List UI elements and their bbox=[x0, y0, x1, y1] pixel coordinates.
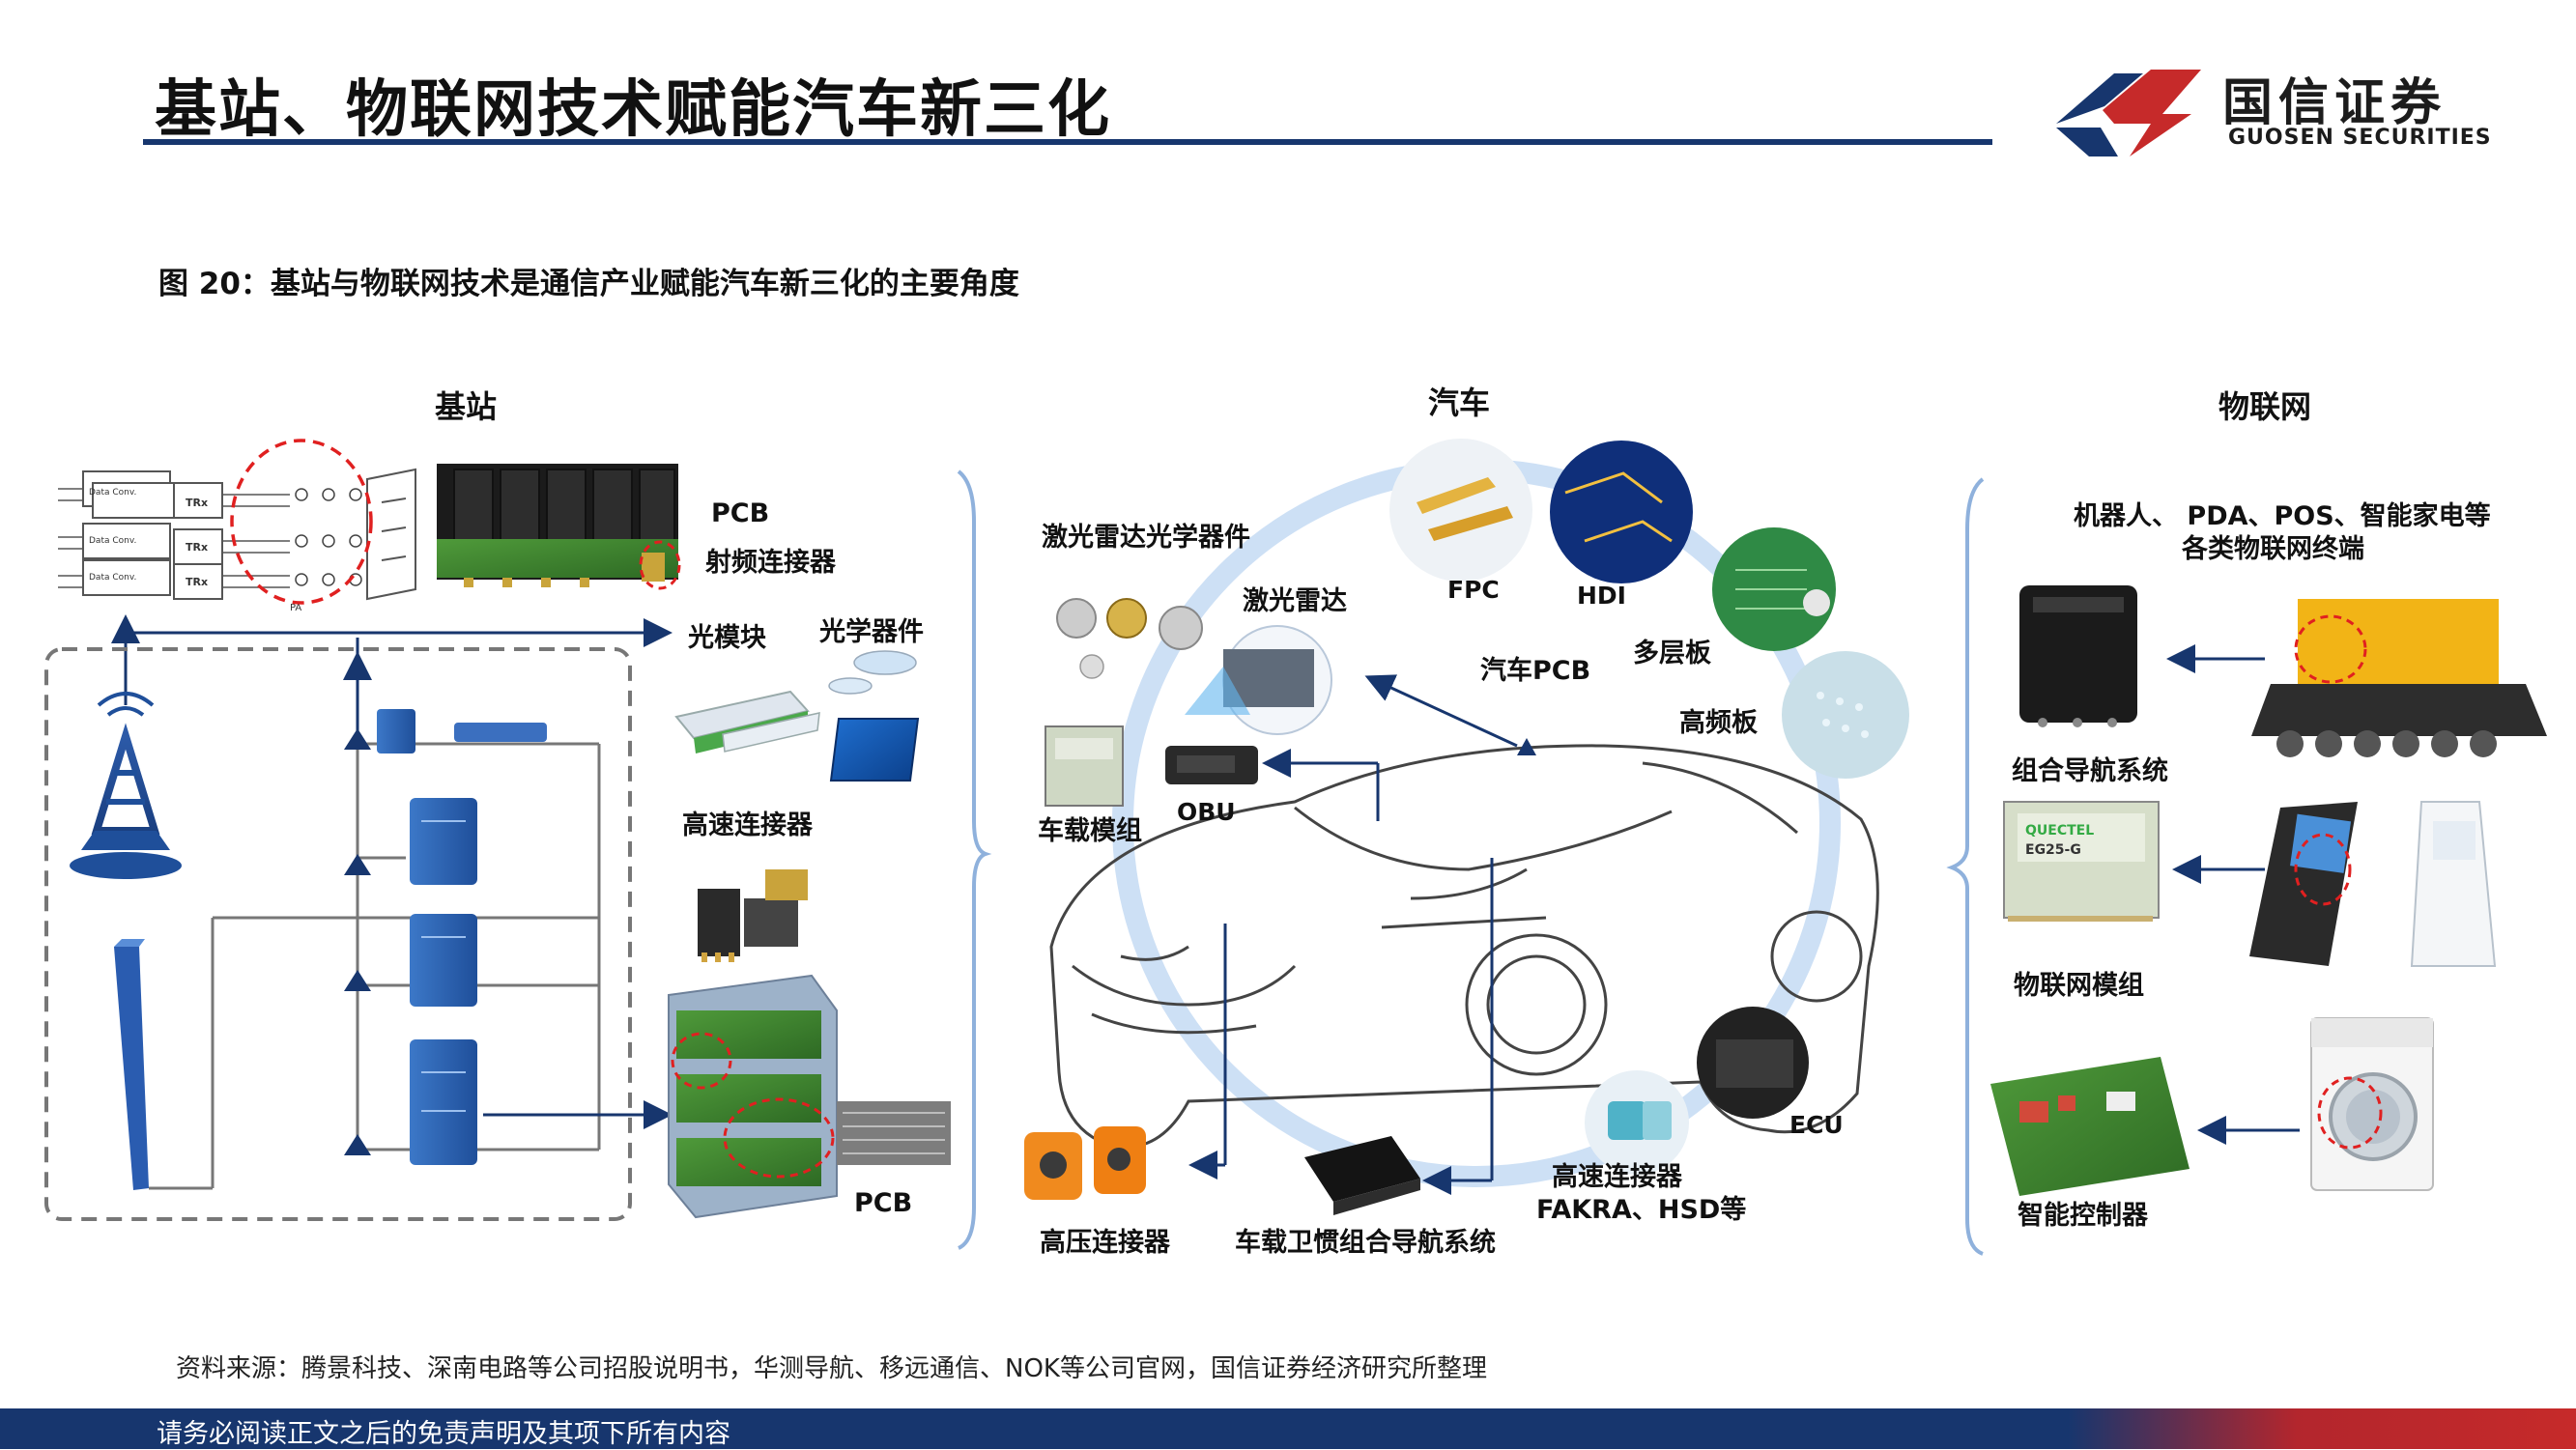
hs-connector-image bbox=[698, 869, 808, 962]
pos-image bbox=[2412, 802, 2495, 966]
smart-controller-image bbox=[1990, 1057, 2190, 1196]
label-hs-connector: 高速连接器 bbox=[682, 804, 813, 841]
multilayer-image bbox=[1712, 527, 1836, 651]
module-brand: QUECTEL bbox=[2025, 823, 2094, 839]
svg-text:Data Conv.: Data Conv. bbox=[89, 573, 136, 583]
label-car-nav-system: 车载卫惯组合导航系统 bbox=[1235, 1221, 1496, 1259]
washing-machine-image bbox=[2311, 1018, 2433, 1190]
svg-text:TRx: TRx bbox=[186, 541, 208, 554]
label-hf-board: 高频板 bbox=[1679, 701, 1758, 739]
label-optical-module: 光模块 bbox=[688, 616, 766, 654]
lidar-optics-image bbox=[1057, 599, 1202, 678]
label-iot-module: 物联网模组 bbox=[2014, 964, 2144, 1002]
label-multilayer: 多层板 bbox=[1633, 632, 1711, 669]
footer-accent bbox=[2068, 1408, 2576, 1449]
label-pcb-2: PCB bbox=[854, 1188, 912, 1218]
label-obu: OBU bbox=[1177, 798, 1236, 826]
svg-text:Data Conv.: Data Conv. bbox=[89, 536, 136, 546]
label-fpc: FPC bbox=[1447, 576, 1500, 604]
obu-image bbox=[1165, 746, 1258, 784]
iot-nav-system-image bbox=[2019, 585, 2137, 727]
label-hv-connector: 高压连接器 bbox=[1040, 1221, 1170, 1259]
svg-text:TRx: TRx bbox=[186, 576, 208, 588]
bracket-right bbox=[1952, 479, 1983, 1254]
pcb-board-image bbox=[437, 464, 679, 588]
station-network-lines bbox=[149, 744, 599, 1188]
ecu-image bbox=[1697, 1007, 1809, 1119]
tower-icon bbox=[70, 694, 182, 879]
label-vehicle-module: 车载模组 bbox=[1038, 810, 1142, 847]
label-pcb: PCB bbox=[711, 498, 769, 528]
optical-device-image bbox=[829, 651, 918, 781]
label-fakra-hsd: FAKRA、HSD等 bbox=[1536, 1188, 1746, 1226]
pcb-image-2 bbox=[837, 1101, 951, 1165]
footer-disclaimer: 请务必阅读正文之后的免责声明及其项下所有内容 bbox=[157, 1412, 730, 1450]
label-iot-nav-system: 组合导航系统 bbox=[2012, 750, 2168, 787]
hf-board-image bbox=[1782, 651, 1909, 779]
module-model: EG25-G bbox=[2025, 842, 2081, 858]
robot-image bbox=[2251, 599, 2547, 757]
source-note: 资料来源：腾景科技、深南电路等公司招股说明书，华测导航、移远通信、NOK等公司官… bbox=[176, 1349, 1487, 1384]
optical-module-image bbox=[676, 692, 819, 753]
bracket-left bbox=[959, 471, 986, 1248]
svg-text:TRx: TRx bbox=[186, 497, 208, 509]
antenna-icon bbox=[114, 939, 149, 1190]
label-optical-device: 光学器件 bbox=[819, 611, 924, 648]
label-lidar-optics: 激光雷达光学器件 bbox=[1042, 516, 1250, 554]
label-iot-terminals-2: 各类物联网终端 bbox=[2182, 527, 2364, 565]
rf-schematic: Data Conv. Data Conv. Data Conv. TRx TRx… bbox=[58, 441, 415, 613]
hv-connector-image bbox=[1024, 1126, 1146, 1200]
hdi-image bbox=[1550, 441, 1693, 583]
label-car-pcb: 汽车PCB bbox=[1480, 649, 1590, 687]
label-hdi: HDI bbox=[1577, 582, 1626, 610]
label-lidar: 激光雷达 bbox=[1243, 580, 1347, 617]
label-rf-connector: 射频连接器 bbox=[705, 541, 836, 579]
lidar-image bbox=[1185, 626, 1331, 734]
label-smart-controller: 智能控制器 bbox=[2018, 1194, 2148, 1232]
pda-image bbox=[2249, 802, 2358, 966]
fpc-image bbox=[1389, 439, 1532, 582]
station-equipment bbox=[377, 709, 547, 1165]
server-rack-image bbox=[669, 976, 837, 1217]
iot-module-image: QUECTEL EG25-G bbox=[2004, 802, 2159, 922]
schematic-data-conv: Data Conv. bbox=[89, 488, 136, 498]
vehicle-module-image bbox=[1045, 726, 1123, 806]
label-ecu: ECU bbox=[1789, 1111, 1844, 1139]
